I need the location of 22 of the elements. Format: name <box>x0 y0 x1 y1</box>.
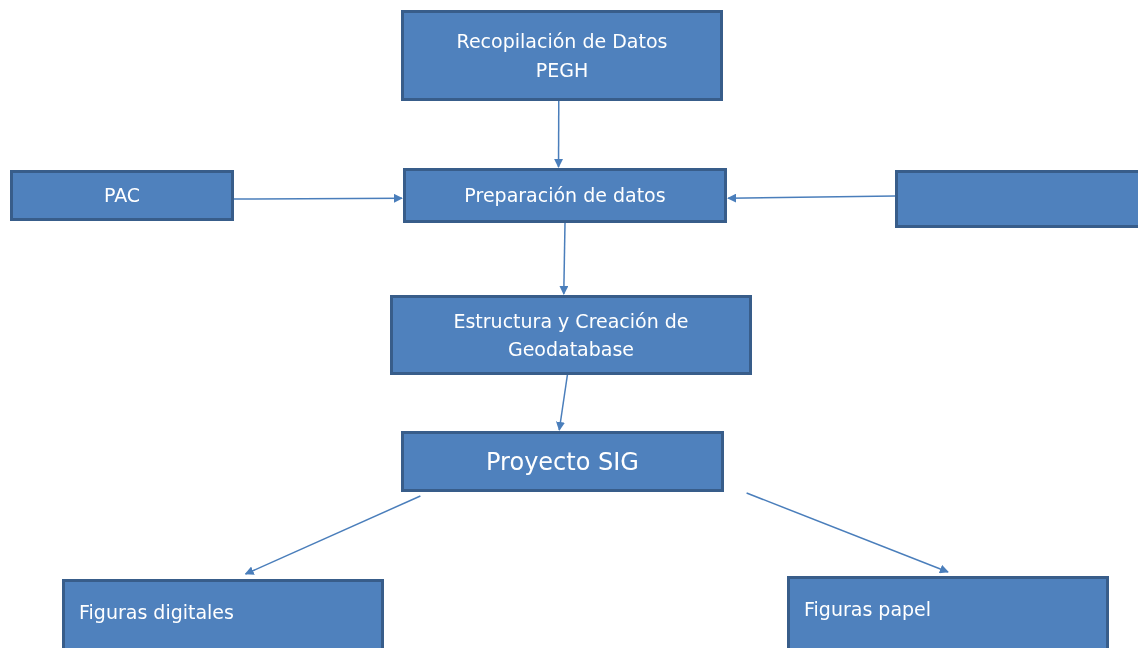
box-label: Figuras papel <box>804 597 932 622</box>
arrow <box>745 492 949 574</box>
box-label: Estructura y Creación de Geodatabase <box>452 308 690 362</box>
arrow <box>556 374 569 431</box>
process-box <box>62 579 384 648</box>
process-box <box>787 576 1109 648</box>
process-box <box>390 295 752 375</box>
arrow <box>554 100 564 168</box>
process-box <box>403 168 727 223</box>
process-box <box>401 10 723 101</box>
box-label: Proyecto SIG <box>486 446 639 478</box>
box-label: Preparación de datos <box>464 183 666 209</box>
process-box <box>895 170 1138 228</box>
arrow <box>559 222 569 295</box>
box-label: PAC <box>103 183 141 209</box>
arrow <box>244 495 422 575</box>
box-label: Recopilación de Datos PEGH <box>455 29 669 83</box>
process-box <box>10 170 234 221</box>
process-box <box>401 431 724 492</box>
arrow <box>727 193 896 203</box>
box-label: Figuras digitales <box>79 600 234 625</box>
arrow <box>233 193 403 203</box>
